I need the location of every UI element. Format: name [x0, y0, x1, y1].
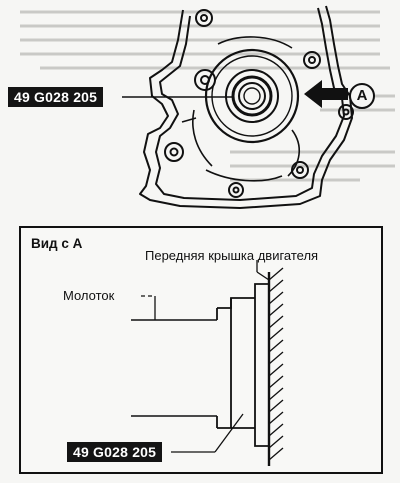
part-leader-lower [171, 413, 244, 453]
view-a-marker-letter: A [356, 87, 368, 104]
hammer-lines [131, 319, 217, 417]
view-a-panel: Вид с А Передняя крышка двигателя Молото… [19, 226, 383, 474]
engine-cover-label: Передняя крышка двигателя [145, 248, 319, 263]
hammer-label: Молоток [63, 288, 115, 303]
upper-illustration: 49 G028 205 A [0, 0, 400, 225]
view-a-circle [349, 83, 375, 109]
view-a-arrow [304, 80, 375, 109]
installer-tool-profile [216, 297, 255, 429]
engine-cover-drawing [20, 5, 395, 209]
part-number-tag-upper: 49 G028 205 [8, 87, 104, 107]
engine-cover-leader [256, 260, 270, 281]
part-number-tag-lower: 49 G028 205 [67, 442, 163, 462]
seal-bore [254, 283, 269, 447]
engine-cover-wall [267, 267, 284, 466]
cover-ribs [181, 36, 337, 182]
view-a-title: Вид с А [31, 236, 83, 251]
hammer-leader [141, 295, 156, 320]
bleed-through-text [20, 10, 395, 182]
seal-installer-tool [204, 48, 300, 144]
view-a-drawing [131, 260, 284, 466]
